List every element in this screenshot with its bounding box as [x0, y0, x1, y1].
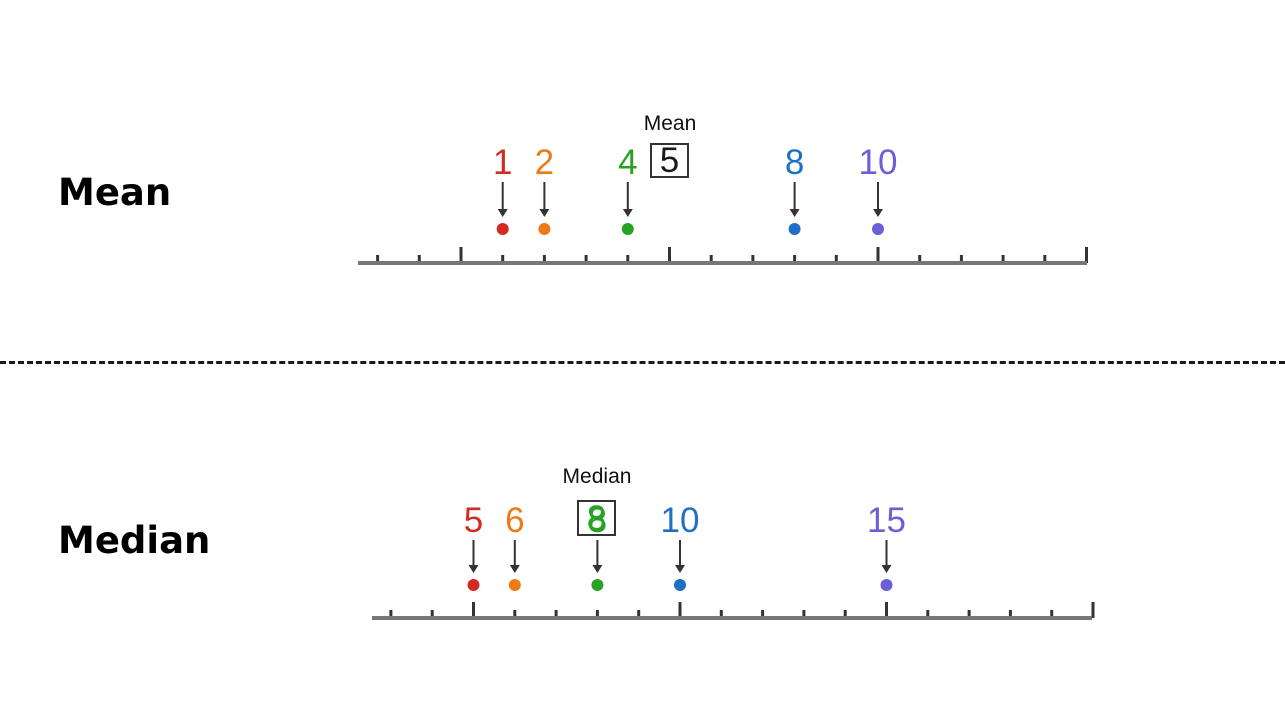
data-point-label: 1	[493, 143, 512, 182]
stat-caption: Median	[563, 465, 632, 488]
data-point-label: 6	[505, 501, 524, 540]
data-point-label: 10	[859, 143, 898, 182]
data-point-dot	[621, 223, 634, 235]
data-point-label: 10	[661, 501, 700, 540]
data-point-label: 2	[535, 143, 554, 182]
data-point-dot	[508, 579, 521, 591]
arrow-down-icon	[468, 565, 479, 573]
data-point-dot	[880, 579, 893, 591]
data-point: 5	[464, 501, 483, 591]
arrow-down-icon	[789, 209, 800, 217]
arrow-down-icon	[539, 209, 550, 217]
data-point-dot	[496, 223, 509, 235]
data-point: 8	[785, 143, 804, 235]
data-point: 8	[588, 501, 607, 591]
data-point: 10	[661, 501, 700, 591]
data-point-label: 5	[464, 501, 483, 540]
data-point-dot	[467, 579, 480, 591]
data-point-label: 4	[618, 143, 637, 182]
data-point-label: 8	[588, 501, 607, 540]
data-point: 2	[535, 143, 554, 235]
data-point-dot	[872, 223, 884, 235]
data-point-label: 8	[785, 143, 804, 182]
section-title-median: Median	[58, 519, 211, 562]
data-point: 10	[859, 143, 898, 235]
data-point-dot	[538, 223, 551, 235]
section-title-mean: Mean	[58, 171, 172, 214]
data-point-dot	[591, 579, 604, 591]
data-point-label: 15	[867, 501, 906, 540]
arrow-down-icon	[881, 565, 892, 573]
stat-value: 5	[660, 141, 679, 180]
data-point-dot	[674, 579, 686, 591]
arrow-down-icon	[509, 565, 520, 573]
data-point: 15	[867, 501, 906, 591]
arrow-down-icon	[873, 209, 883, 217]
data-point: 6	[505, 501, 525, 591]
arrow-down-icon	[497, 209, 508, 217]
stat-value-box	[650, 143, 689, 178]
arrow-down-icon	[622, 209, 633, 217]
stat-value: 8	[587, 499, 606, 538]
stat-caption: Mean	[644, 112, 697, 135]
data-point-dot	[788, 223, 801, 235]
section-divider	[0, 361, 1285, 364]
arrow-down-icon	[675, 565, 685, 573]
stat-value-box	[577, 500, 616, 536]
arrow-down-icon	[592, 565, 603, 573]
data-point: 4	[618, 143, 638, 235]
data-point: 1	[493, 143, 512, 235]
